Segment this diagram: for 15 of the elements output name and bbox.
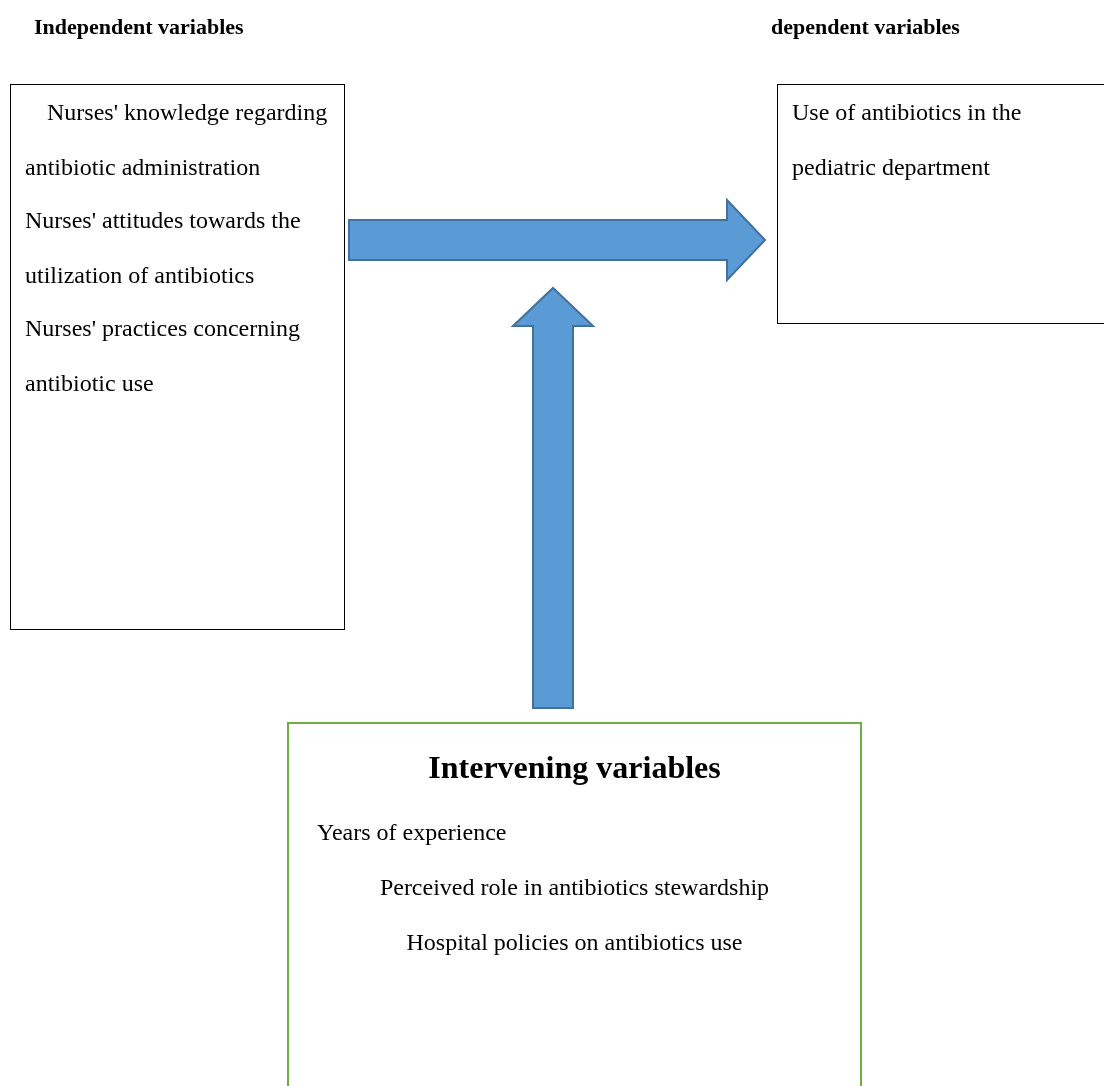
column-heading: dependent variables bbox=[771, 14, 960, 40]
column-heading: Independent variables bbox=[34, 14, 244, 40]
list-item: Perceived role in antibiotics stewardship bbox=[378, 873, 771, 902]
box-text: Use of antibiotics in the pediatric department bbox=[792, 98, 1023, 182]
block-arrow bbox=[348, 197, 767, 283]
text-box bbox=[287, 722, 862, 1086]
box-heading: Intervening variables bbox=[427, 748, 722, 787]
list-item: Nurses' practices concerning antibiotic use bbox=[25, 314, 301, 398]
block-arrow bbox=[510, 286, 596, 709]
list-item: Nurses' knowledge regarding antibiotic administration bbox=[25, 98, 329, 182]
list-item: Nurses' attitudes towards the utilization of antibiotics bbox=[25, 206, 302, 290]
text-box bbox=[10, 84, 345, 630]
text-box bbox=[777, 84, 1104, 324]
list-item: Years of experience bbox=[316, 818, 508, 847]
list-item: Hospital policies on antibiotics use bbox=[405, 928, 744, 957]
